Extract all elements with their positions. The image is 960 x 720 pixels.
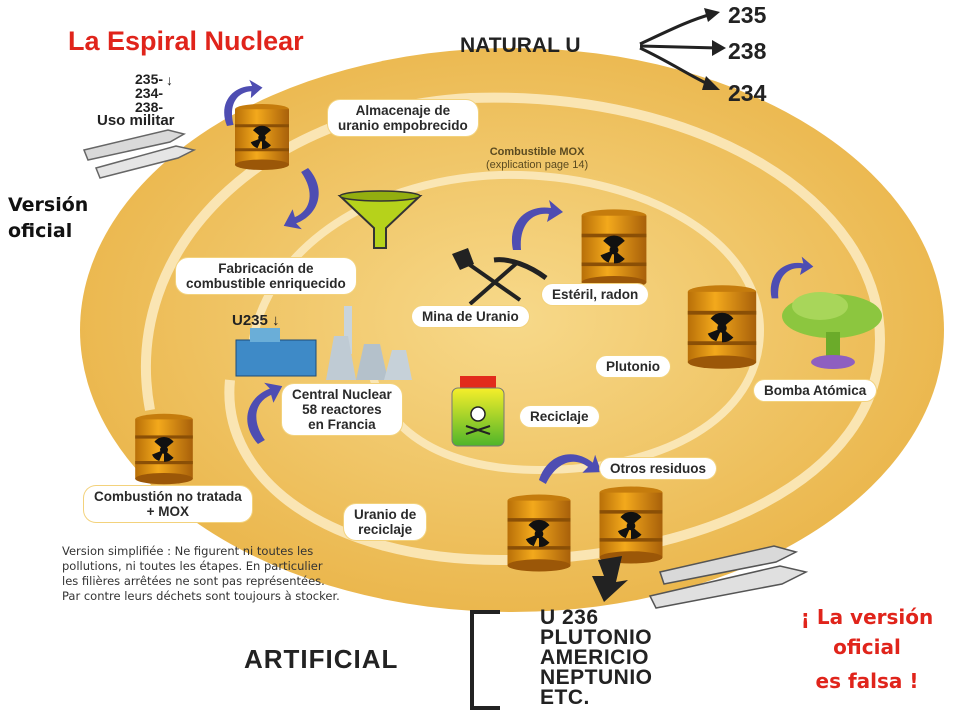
official-version-false-claim: ¡ La versión oficial es falsa ! <box>800 605 934 693</box>
missile-icon <box>648 545 809 609</box>
down-arrow-mark: ↓ <box>166 72 173 88</box>
barrel-icon <box>687 285 757 369</box>
isotope-235: 235 <box>728 2 767 28</box>
list-item: AMERICIO <box>540 646 649 669</box>
barrel-icon <box>235 104 289 170</box>
plutonium-label: Plutonio <box>596 356 670 377</box>
artificial-label: ARTIFICIAL <box>244 644 399 674</box>
isotope-238: 238 <box>728 38 767 64</box>
simplified-version-note: Version simplifiée : Ne figurent ni tout… <box>62 544 340 603</box>
artificial-bracket <box>470 610 500 710</box>
list-item: ETC. <box>540 686 590 709</box>
other-waste-label: Otros residuos <box>600 458 717 479</box>
toxic-bottle-icon <box>451 376 505 447</box>
storage-label: Almacenaje de uranio empobrecido <box>328 100 478 136</box>
natural-u-label: NATURAL U <box>460 34 581 57</box>
central-label: Central Nuclear 58 reactores en Francia <box>282 384 402 435</box>
barrel-icon <box>599 486 663 564</box>
list-item: PLUTONIO <box>540 626 653 649</box>
u235-label: U235 ↓ <box>232 312 280 329</box>
list-item: U 236 <box>540 606 599 629</box>
spiral-disc <box>80 48 944 612</box>
power-plant-icon <box>235 306 412 380</box>
barrel-icon <box>135 413 193 485</box>
military-use-label: 235- 234- 238- Uso militar <box>97 71 175 129</box>
mine-label: Mina de Uranio <box>412 306 529 327</box>
combustion-label: Combustión no tratada + MOX <box>84 486 252 522</box>
barrel-icon <box>581 209 647 289</box>
recycled-uranium-label: Uranio de reciclaje <box>344 504 427 540</box>
missile-icon <box>82 129 197 179</box>
fabrication-label: Fabricación de combustible enriquecido <box>176 258 356 294</box>
funnel-icon <box>337 190 423 249</box>
barrel-icon <box>507 494 571 572</box>
down-arrow-icon <box>592 556 628 602</box>
list-item: NEPTUNIO <box>540 666 653 689</box>
mushroom-cloud-icon <box>782 292 882 369</box>
recycling-label: Reciclaje <box>520 406 599 427</box>
official-version-label: Versión oficial <box>8 194 89 242</box>
mox-label: Combustible MOX (explication page 14) <box>486 146 589 171</box>
steril-label: Estéril, radon <box>542 284 649 305</box>
artificial-elements-list: U 236 PLUTONIO AMERICIO NEPTUNIO ETC. <box>540 606 653 709</box>
bomb-label: Bomba Atómica <box>754 380 877 401</box>
isotope-234: 234 <box>728 80 767 106</box>
diagram-title: La Espiral Nuclear <box>68 26 304 56</box>
